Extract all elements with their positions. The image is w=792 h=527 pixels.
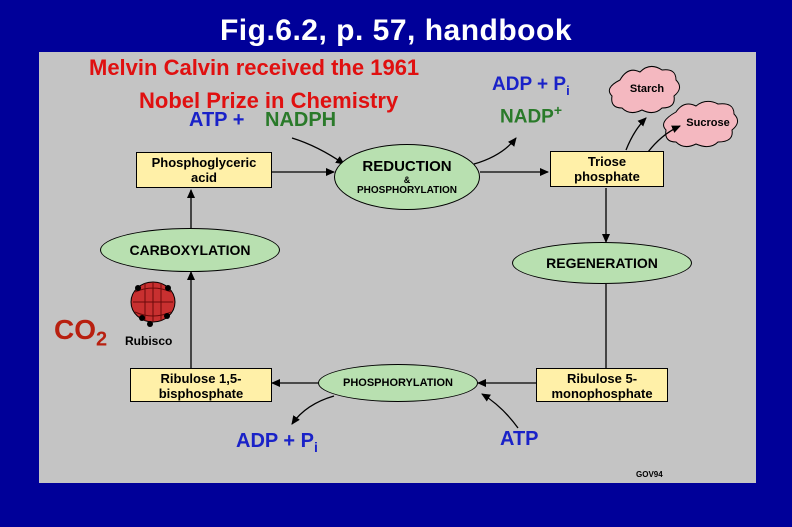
starch-label: Starch — [629, 83, 665, 95]
arrow-triose-to-starch — [625, 117, 647, 151]
starch-cloud — [608, 66, 680, 114]
co2-label: CO2 — [54, 314, 108, 351]
rubisco-icon — [130, 281, 176, 327]
ribulose-monophosphate-box: Ribulose 5- monophosphate — [536, 368, 668, 402]
nadph-label: NADPH — [265, 109, 337, 131]
figure-title: Fig.6.2, p. 57, handbook — [219, 14, 573, 47]
carboxylation-oval: CARBOXYLATION — [100, 228, 280, 272]
ribulose-bisphosphate-box: Ribulose 1,5- bisphosphate — [130, 368, 272, 402]
rubisco-label: Rubisco — [125, 334, 173, 348]
atp-bottom-label: ATP — [500, 428, 539, 450]
regeneration-oval: REGENERATION — [512, 242, 692, 284]
arrow-triose-to-sucrose — [647, 125, 681, 153]
sucrose-label: Sucrose — [686, 117, 730, 129]
sucrose-cloud — [663, 100, 738, 148]
triose-phosphate-box: Triose phosphate — [550, 151, 664, 187]
note-line-2: Nobel Prize in Chemistry — [139, 88, 399, 113]
atp-plus-label: ATP + — [189, 109, 245, 131]
adp-pi-bottom-label: ADP + Pi — [236, 430, 318, 455]
nadp-label: NADP+ — [500, 102, 563, 128]
adp-pi-top-label: ADP + Pi — [492, 74, 570, 98]
arrow-adp-nadp-out — [473, 137, 517, 165]
arrow-adp-pi-out-bottom — [291, 395, 335, 425]
credit-label: GOV94 — [636, 470, 663, 479]
note-line-1: Melvin Calvin received the 1961 — [89, 55, 420, 80]
reduction-oval: REDUCTION & PHOSPHORYLATION — [334, 144, 480, 210]
phosphoglyceric-acid-box: Phosphoglyceric acid — [136, 152, 272, 188]
phosphorylation-oval: PHOSPHORYLATION — [318, 364, 478, 402]
arrow-atp-nadph-in — [291, 137, 345, 165]
arrow-atp-in-bottom — [481, 393, 519, 429]
